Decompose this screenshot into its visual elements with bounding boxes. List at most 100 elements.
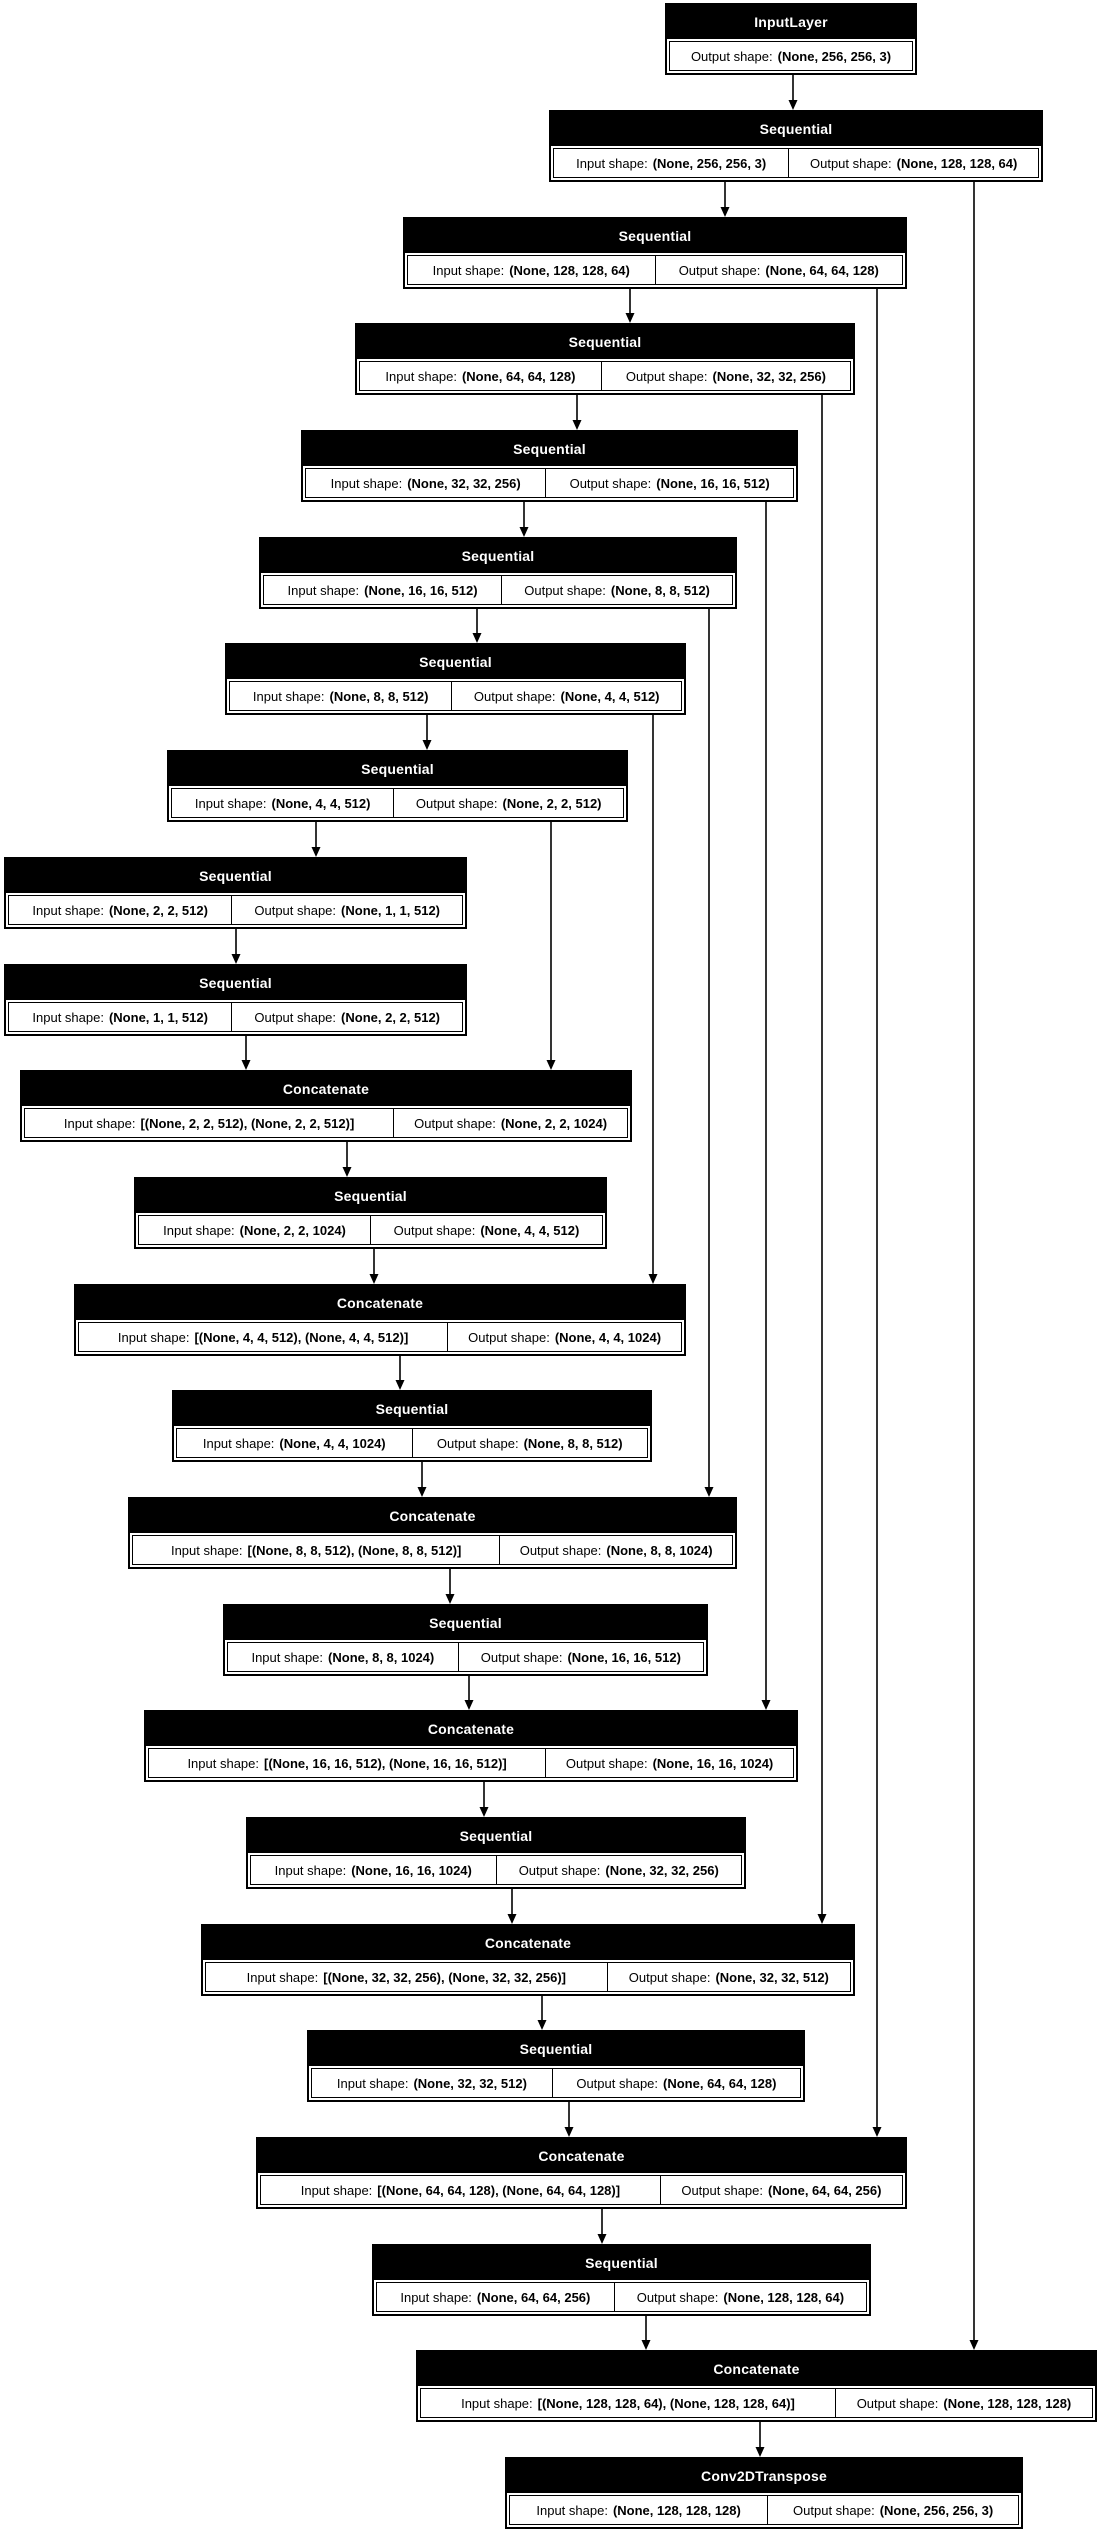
input-shape-cell: Input shape:(None, 32, 32, 512)	[312, 2069, 552, 2097]
input-shape-prefix: Input shape:	[300, 2182, 373, 2198]
layer-shapes: Input shape:[(None, 16, 16, 512), (None,…	[148, 1748, 794, 1778]
input-shape-prefix: Input shape:	[536, 2502, 608, 2518]
input-shape-value: (None, 32, 32, 512)	[413, 2075, 527, 2091]
output-shape-prefix: Output shape:	[473, 688, 556, 704]
layer-type-label: Sequential	[261, 539, 735, 573]
input-shape-prefix: Input shape:	[63, 1115, 136, 1131]
output-shape-prefix: Output shape:	[690, 48, 773, 64]
arrowhead-icon	[564, 2127, 574, 2137]
layer-shapes: Input shape:(None, 1, 1, 512) Output shap…	[8, 1002, 463, 1032]
layer-shapes: Input shape:(None, 4, 4, 512)Output shap…	[171, 788, 624, 818]
layer-shapes: Input shape:(None, 256, 256, 3)Output sh…	[553, 148, 1039, 178]
input-shape-cell: Input shape:(None, 1, 1, 512)	[9, 1003, 231, 1031]
arrowhead-icon	[969, 2340, 979, 2350]
output-shape-cell: Output shape:(None, 64, 64, 256)	[659, 2176, 902, 2204]
layer-type-label: Concatenate	[203, 1926, 853, 1960]
arrowhead-icon	[417, 1487, 427, 1497]
output-shape-value: (None, 1, 1, 512)	[341, 902, 441, 918]
input-shape-value: [(None, 2, 2, 512), (None, 2, 2, 512)]	[140, 1115, 355, 1131]
input-shape-cell: Input shape:(None, 4, 4, 1024)	[177, 1429, 412, 1457]
layer-type-label: Sequential	[136, 1179, 605, 1213]
output-shape-value: (None, 64, 64, 256)	[768, 2182, 882, 2198]
output-shape-prefix: Output shape:	[809, 155, 892, 171]
input-shape-prefix: Input shape:	[117, 1329, 190, 1345]
output-shape-cell: Output shape:(None, 32, 32, 256)	[600, 362, 850, 390]
output-shape-prefix: Output shape:	[793, 2502, 875, 2518]
input-shape-value: (None, 4, 4, 1024)	[279, 1435, 386, 1451]
output-shape-prefix: Output shape:	[415, 795, 498, 811]
output-shape-cell: Output shape:(None, 32, 32, 256)	[495, 1856, 742, 1884]
input-shape-value: (None, 128, 128, 64)	[509, 262, 630, 278]
output-shape-cell: Output shape:(None, 256, 256, 3)	[670, 42, 912, 70]
layer-shapes: Input shape:[(None, 32, 32, 256), (None,…	[205, 1962, 851, 1992]
input-shape-prefix: Input shape:	[187, 1755, 259, 1771]
output-shape-cell: Output shape:(None, 16, 16, 512)	[545, 469, 793, 497]
output-shape-cell: Output shape:(None, 4, 4, 512)	[451, 682, 681, 710]
layer-type-label: Sequential	[309, 2032, 803, 2066]
input-shape-prefix: Input shape:	[461, 2395, 533, 2411]
input-shape-value: (None, 2, 2, 1024)	[239, 1222, 346, 1238]
layer-shapes: Input shape:(None, 16, 16, 1024)Output s…	[250, 1855, 742, 1885]
input-shape-cell: Input shape:(None, 2, 2, 512)	[9, 896, 231, 924]
arrowhead-icon	[422, 740, 432, 750]
output-shape-prefix: Output shape:	[856, 2395, 939, 2411]
arrowhead-icon	[761, 1700, 771, 1710]
output-shape-cell: Output shape:(None, 16, 16, 1024)	[545, 1749, 793, 1777]
arrowhead-icon	[625, 313, 635, 323]
layer-shapes: Input shape:(None, 4, 4, 1024)Output sha…	[176, 1428, 648, 1458]
output-shape-value: (None, 4, 4, 1024)	[554, 1329, 662, 1345]
arrowhead-icon	[519, 527, 529, 537]
layer-shapes: Input shape:(None, 128, 128, 128) Output …	[509, 2495, 1019, 2525]
input-shape-cell: Input shape:(None, 8, 8, 1024)	[228, 1643, 458, 1671]
input-shape-cell: Input shape:(None, 128, 128, 128)	[510, 2496, 767, 2524]
input-shape-cell: Input shape:(None, 64, 64, 256)	[377, 2283, 614, 2311]
output-shape-prefix: Output shape:	[414, 1115, 496, 1131]
output-shape-value: (None, 128, 128, 64)	[896, 155, 1018, 171]
input-shape-cell: Input shape:(None, 16, 16, 512)	[264, 576, 501, 604]
arrowhead-icon	[597, 2234, 607, 2244]
input-shape-cell: Input shape:(None, 8, 8, 512)	[230, 682, 451, 710]
layer-shapes: Input shape:[(None, 64, 64, 128), (None,…	[260, 2175, 903, 2205]
input-shape-value: (None, 256, 256, 3)	[652, 155, 767, 171]
layer-type-label: Sequential	[374, 2246, 869, 2280]
arrowhead-icon	[817, 1914, 827, 1924]
input-shape-prefix: Input shape:	[194, 795, 267, 811]
arrowhead-icon	[755, 2447, 765, 2457]
output-shape-cell: Output shape:(None, 2, 2, 1024)	[393, 1109, 627, 1137]
layer-type-label: Sequential	[248, 1819, 744, 1853]
layer-shapes: Input shape:[(None, 128, 128, 64), (None…	[420, 2388, 1093, 2418]
arrowhead-icon	[546, 1060, 556, 1070]
input-shape-value: (None, 8, 8, 512)	[329, 688, 429, 704]
input-shape-value: [(None, 32, 32, 256), (None, 32, 32, 256…	[323, 1969, 566, 1985]
output-shape-cell: Output shape:(None, 8, 8, 1024)	[499, 1536, 732, 1564]
layer-shapes: Input shape:(None, 32, 32, 512) Output sh…	[311, 2068, 801, 2098]
arrowhead-icon	[342, 1167, 352, 1177]
layer-type-label: Sequential	[6, 859, 465, 893]
input-shape-value: [(None, 4, 4, 512), (None, 4, 4, 512)]	[194, 1329, 409, 1345]
input-shape-cell: Input shape:(None, 64, 64, 128)	[360, 362, 601, 390]
output-shape-value: (None, 16, 16, 512)	[567, 1649, 681, 1665]
layer-shapes: Input shape:(None, 32, 32, 256)Output sh…	[305, 468, 794, 498]
output-shape-value: (None, 2, 2, 512)	[341, 1009, 441, 1025]
output-shape-prefix: Output shape:	[254, 1009, 337, 1025]
input-shape-cell: Input shape:[(None, 2, 2, 512), (None, 2…	[25, 1109, 393, 1137]
layer-shapes: Input shape:(None, 8, 8, 1024)Output sha…	[227, 1642, 704, 1672]
arrowhead-icon	[572, 420, 582, 430]
input-shape-prefix: Input shape:	[330, 475, 403, 491]
input-shape-cell: Input shape:[(None, 64, 64, 128), (None,…	[261, 2176, 660, 2204]
output-shape-cell: Output shape:(None, 128, 128, 64)	[788, 149, 1038, 177]
input-shape-prefix: Input shape:	[246, 1969, 319, 1985]
output-shape-value: (None, 128, 128, 128)	[943, 2395, 1072, 2411]
arrowhead-icon	[464, 1700, 474, 1710]
arrowhead-icon	[704, 1487, 714, 1497]
output-shape-prefix: Output shape:	[576, 2075, 659, 2091]
